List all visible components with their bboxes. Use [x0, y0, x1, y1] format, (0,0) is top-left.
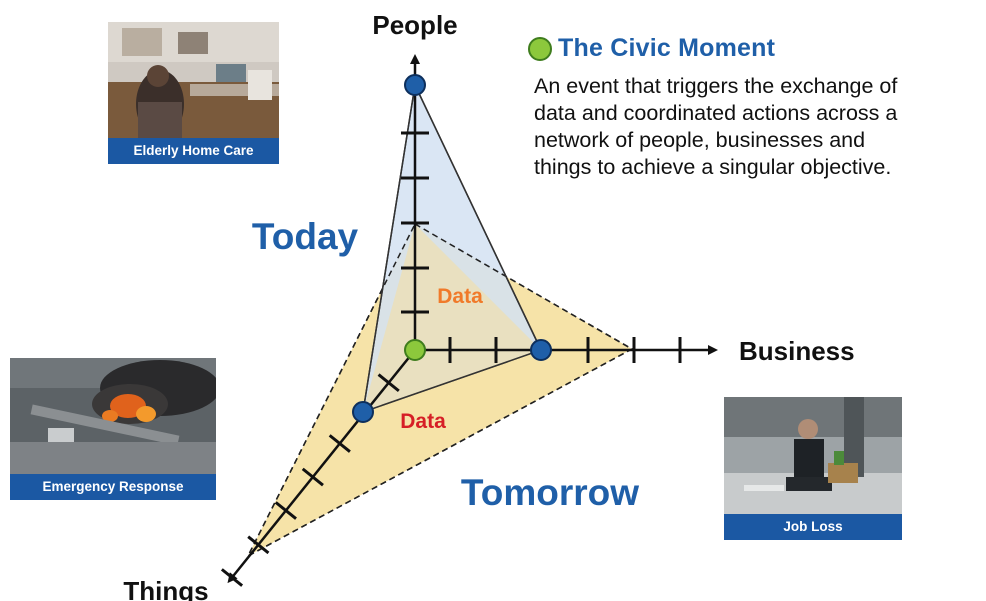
- lower-data-label: Data: [400, 410, 446, 433]
- emergency-caption: Emergency Response: [10, 474, 216, 500]
- job-loss-photo-image: [724, 397, 902, 514]
- photo-elderly-home-care: Elderly Home Care: [108, 22, 279, 164]
- things-axis-label: Things: [123, 576, 208, 601]
- legend-title: The Civic Moment: [558, 34, 776, 62]
- legend-description: An event that triggers the exchange of d…: [534, 73, 984, 181]
- things-axis-tick: [328, 434, 351, 453]
- things-axis-tick: [220, 568, 244, 587]
- people-node: [404, 74, 426, 96]
- legend-description-line: An event that triggers the exchange of: [534, 74, 898, 98]
- today-border: [362, 82, 543, 414]
- job-loss-caption: Job Loss: [724, 514, 902, 540]
- photo-job-loss: Job Loss: [724, 397, 902, 540]
- green-circle-icon: [528, 36, 552, 61]
- photo-emergency-response: Emergency Response: [10, 358, 216, 500]
- today-label: Today: [252, 216, 359, 257]
- origin-node: [404, 339, 426, 361]
- things-axis-tick: [377, 373, 400, 393]
- civic-moment-legend: The Civic Moment An event that triggers …: [528, 34, 978, 181]
- people-axis-label: People: [372, 10, 457, 40]
- business-node: [530, 339, 552, 361]
- things-axis-tick: [247, 535, 270, 555]
- things-axis-tick: [274, 501, 297, 520]
- business-axis-label: Business: [739, 336, 855, 366]
- people-axis-ticks: [401, 131, 429, 314]
- home-care-photo-image: [108, 22, 279, 138]
- emergency-photo-image: [10, 358, 216, 474]
- things-node: [352, 401, 374, 423]
- tomorrow-border: [246, 222, 634, 558]
- legend-description-line: data and coordinated actions across a: [534, 101, 898, 125]
- legend-description-line: things to achieve a singular objective.: [534, 155, 892, 179]
- tomorrow-label: Tomorrow: [461, 472, 639, 513]
- things-axis: [227, 349, 416, 584]
- home-care-caption: Elderly Home Care: [108, 138, 279, 164]
- things-axis-tick: [301, 467, 324, 487]
- upper-data-label: Data: [437, 285, 483, 308]
- legend-description-line: network of people, businesses and: [534, 128, 866, 152]
- things-axis-ticks: [220, 373, 400, 587]
- business-axis-ticks: [448, 337, 682, 363]
